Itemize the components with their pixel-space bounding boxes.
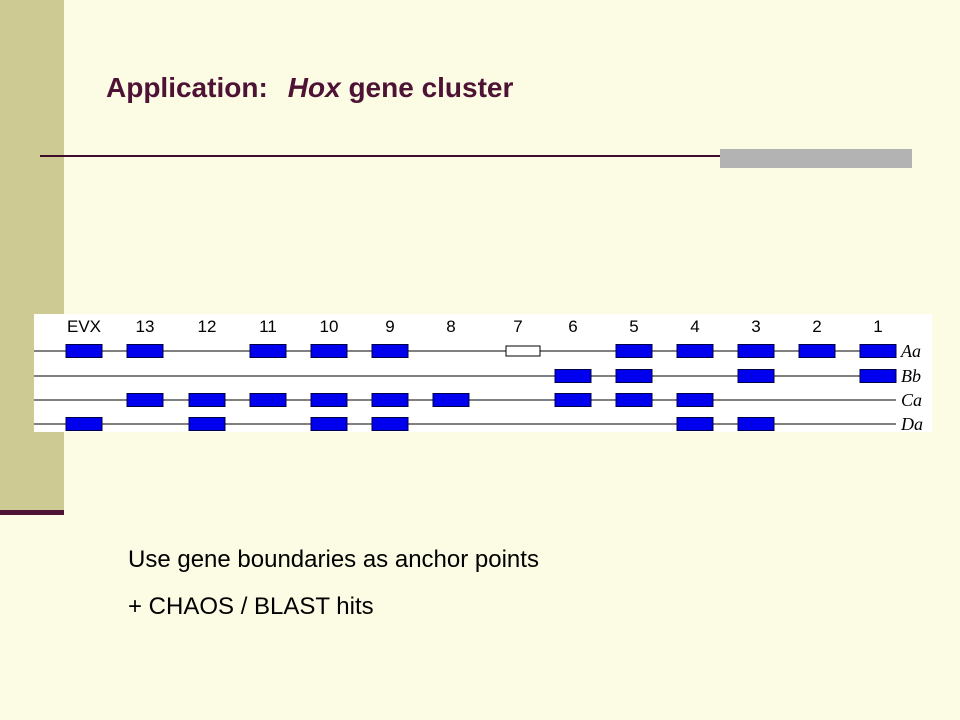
gene-label: 7 (513, 317, 522, 336)
gene-box (615, 393, 653, 407)
gene-box (371, 393, 409, 407)
gene-box (676, 393, 714, 407)
gene-label: 11 (259, 317, 277, 336)
gene-box (554, 393, 592, 407)
gene-box (249, 344, 287, 358)
title-suffix: gene cluster (348, 72, 514, 103)
title-prefix: Application: (106, 72, 268, 103)
title-rule-accent (720, 149, 912, 168)
gene-label: EVX (67, 317, 101, 336)
gene-label: 2 (812, 317, 821, 336)
bullet-list: Use gene boundaries as anchor points + C… (128, 536, 539, 630)
title-italic: Hox (287, 72, 341, 103)
cluster-label: Bb (901, 366, 921, 386)
gene-label: 4 (690, 317, 699, 336)
title-rule (40, 155, 912, 157)
pseudogene-box (505, 345, 541, 357)
sidebar-bar (0, 0, 64, 512)
gene-box (798, 344, 836, 358)
gene-label: 9 (385, 317, 394, 336)
gene-box (310, 393, 348, 407)
cluster-label: Aa (900, 341, 921, 361)
gene-box (188, 393, 226, 407)
gene-box (249, 393, 287, 407)
gene-box (432, 393, 470, 407)
gene-box (65, 344, 103, 358)
bullet-item: + CHAOS / BLAST hits (128, 593, 374, 620)
gene-box (371, 344, 409, 358)
cluster-label: Ca (901, 390, 922, 410)
gene-box (859, 344, 897, 358)
gene-label: 10 (320, 317, 339, 336)
gene-box (371, 417, 409, 431)
gene-box (310, 417, 348, 431)
cluster-label: Da (900, 414, 923, 432)
gene-box (737, 417, 775, 431)
slide-title: Application: Hox gene cluster (106, 72, 513, 104)
gene-box (859, 369, 897, 383)
gene-box (676, 344, 714, 358)
gene-box (615, 369, 653, 383)
gene-box (554, 369, 592, 383)
gene-label: 12 (198, 317, 217, 336)
bullet-item: Use gene boundaries as anchor points (128, 546, 539, 573)
gene-box (65, 417, 103, 431)
gene-box (676, 417, 714, 431)
gene-box (188, 417, 226, 431)
gene-label: 3 (751, 317, 760, 336)
gene-label: 13 (136, 317, 155, 336)
gene-label: 8 (446, 317, 455, 336)
gene-box (737, 344, 775, 358)
gene-box (126, 344, 164, 358)
gene-label: 6 (568, 317, 577, 336)
gene-box (126, 393, 164, 407)
gene-box (615, 344, 653, 358)
gene-label: 5 (629, 317, 638, 336)
gene-label: 1 (873, 317, 882, 336)
gene-box (310, 344, 348, 358)
gene-box (737, 369, 775, 383)
sidebar-foot-bar (0, 510, 64, 515)
